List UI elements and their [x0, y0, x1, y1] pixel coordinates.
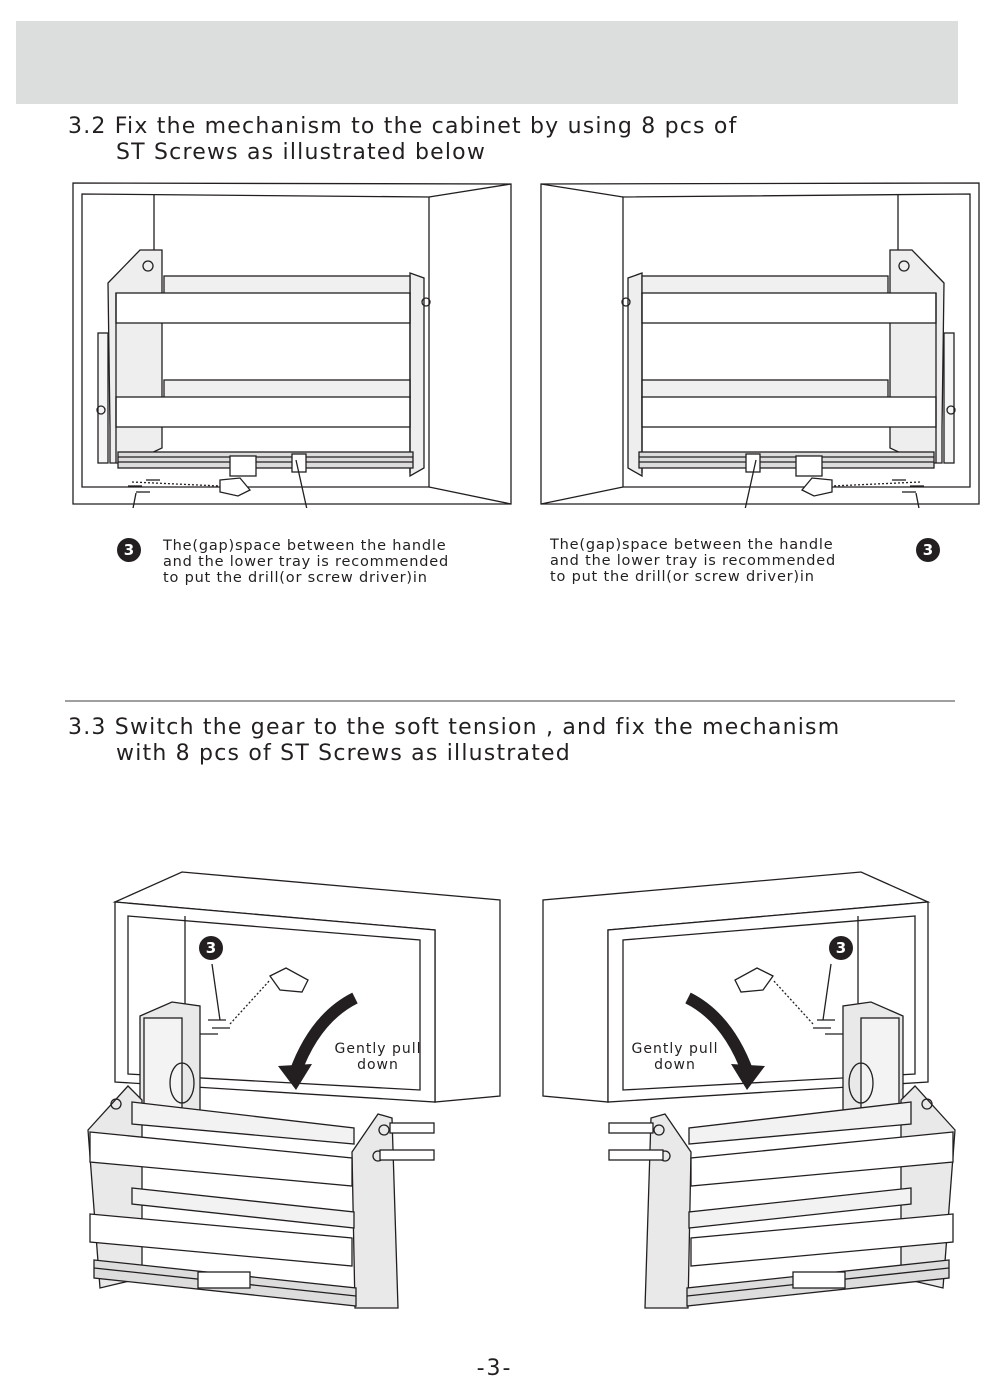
callout-left-line2: down	[357, 1057, 399, 1073]
part-badge-left: 3	[117, 538, 141, 562]
header-band	[16, 21, 958, 104]
note-left-line3: to put the drill(or screw driver)in	[163, 570, 428, 586]
callout-right-line1: Gently pull	[631, 1041, 719, 1057]
note-right-line3: to put the drill(or screw driver)in	[550, 569, 815, 585]
step-3-2-title-line1: 3.2 Fix the mechanism to the cabinet by …	[68, 114, 738, 139]
figure-3-2-left	[70, 178, 516, 508]
note-left-line1: The(gap)space between the handle	[163, 538, 447, 554]
figure-3-3-left	[80, 868, 505, 1316]
figure-3-3-right	[538, 868, 963, 1316]
note-right-line2: and the lower tray is recommended	[550, 553, 836, 569]
figure-3-2-right	[536, 178, 982, 508]
part-badge-right: 3	[916, 538, 940, 562]
step-3-3-title-line1: 3.3 Switch the gear to the soft tension …	[68, 715, 841, 740]
note-right-line1: The(gap)space between the handle	[550, 537, 834, 553]
step-3-3-title-line2: with 8 pcs of ST Screws as illustrated	[116, 741, 571, 766]
pull-down-callout-left: Gently pull down	[330, 1041, 426, 1073]
pull-down-callout-right: Gently pull down	[627, 1041, 723, 1073]
section-divider	[65, 700, 955, 702]
page-number: -3-	[476, 1356, 513, 1381]
step-3-3-title: 3.3 Switch the gear to the soft tension …	[68, 715, 840, 767]
part-badge-3-3-left: 3	[199, 936, 223, 960]
callout-right-line2: down	[654, 1057, 696, 1073]
note-left: The(gap)space between the handle and the…	[163, 538, 449, 586]
part-badge-3-3-right: 3	[829, 936, 853, 960]
step-3-2-title: 3.2 Fix the mechanism to the cabinet by …	[68, 114, 738, 166]
note-left-line2: and the lower tray is recommended	[163, 554, 449, 570]
callout-left-line1: Gently pull	[334, 1041, 422, 1057]
step-3-2-title-line2: ST Screws as illustrated below	[116, 140, 487, 165]
note-right: The(gap)space between the handle and the…	[550, 537, 836, 585]
